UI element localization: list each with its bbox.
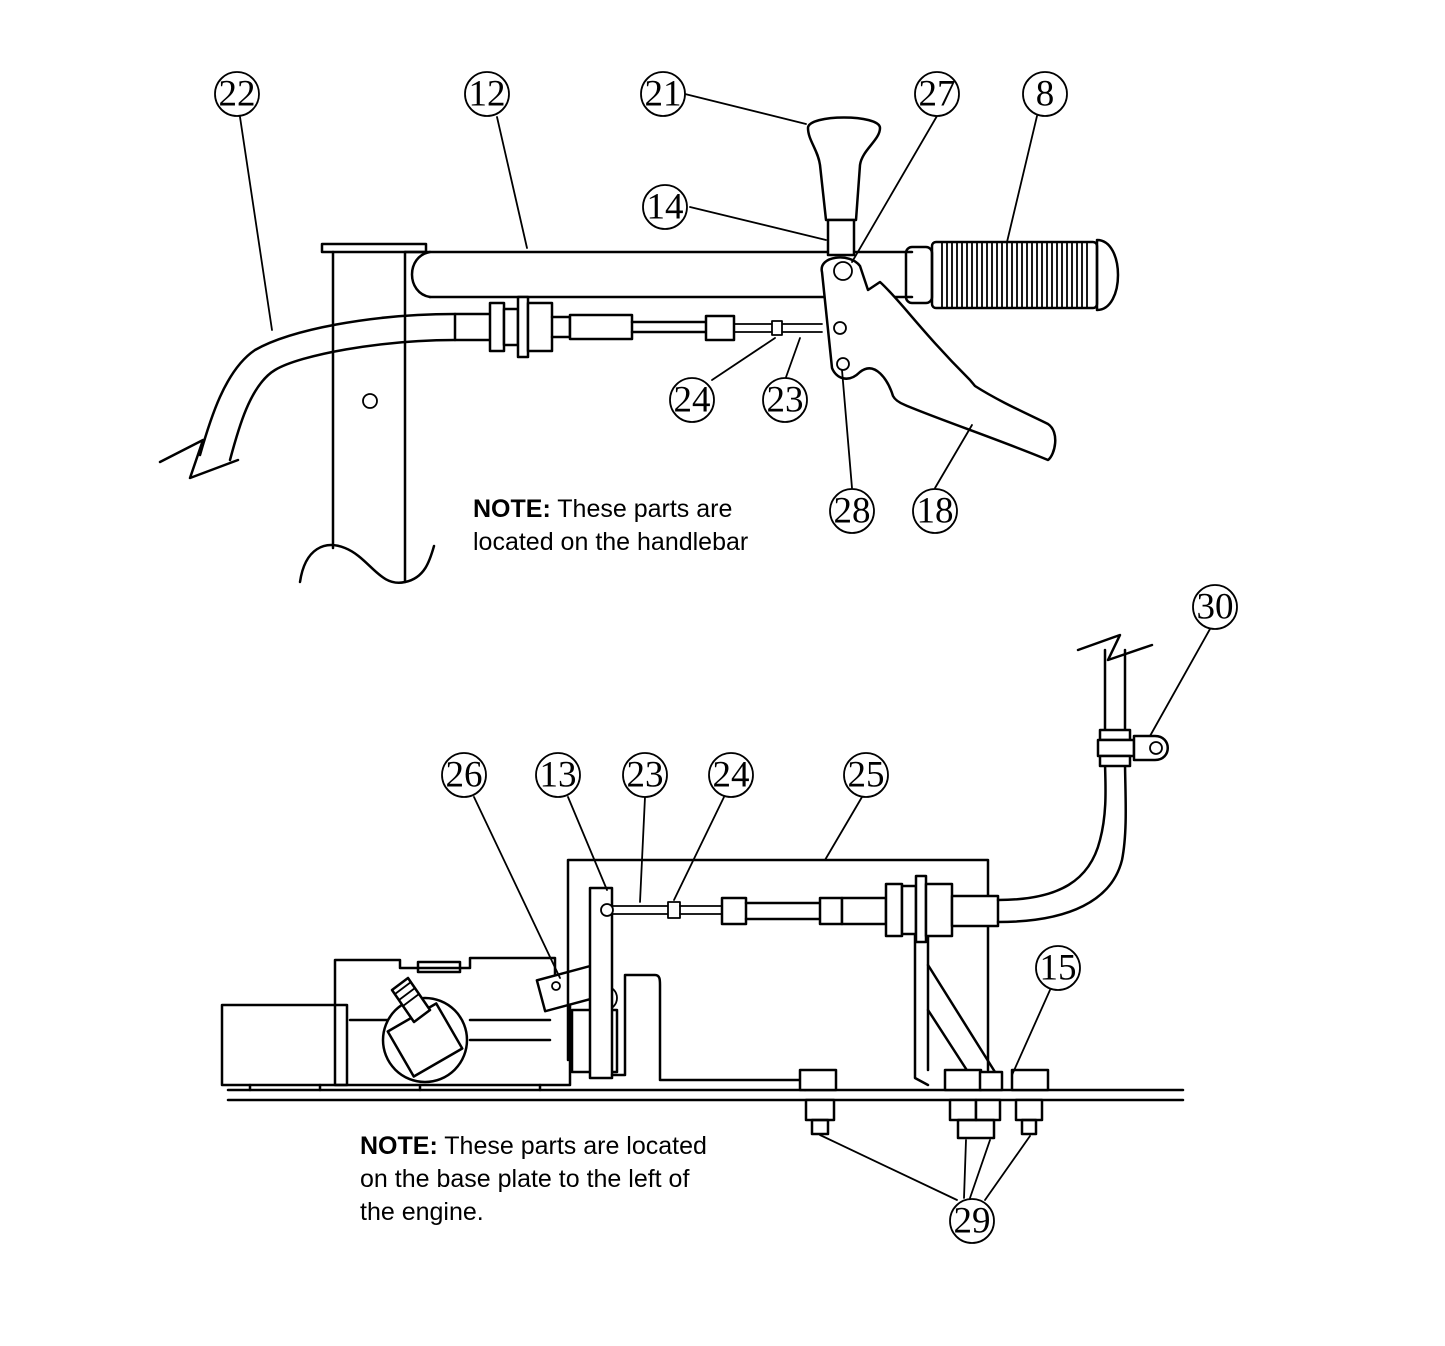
- callout-26-label: 26: [446, 755, 483, 796]
- handlebar-assembly: [158, 116, 1120, 585]
- knob: [806, 116, 882, 257]
- callout-8-label: 8: [1036, 74, 1055, 115]
- callout-18: 18: [912, 488, 958, 534]
- callout-30-label: 30: [1197, 587, 1234, 628]
- hydraulic-valve: [220, 956, 572, 1092]
- callout-14-label: 14: [647, 187, 684, 228]
- callout-12: 12: [464, 71, 510, 117]
- callout-29-label: 29: [954, 1201, 991, 1242]
- base-plate-note-line1: These parts are located: [437, 1132, 707, 1160]
- throttle-cable-top: [158, 295, 823, 480]
- base-plate-note: NOTE: These parts are located on the bas…: [360, 1130, 780, 1229]
- handlebar-note-label: NOTE:: [473, 495, 551, 523]
- top-leader-lines: [239, 93, 1038, 489]
- callout-13-label: 13: [540, 755, 577, 796]
- handlebar-note-line1: These parts are: [550, 495, 733, 523]
- callout-24-top-label: 24: [674, 380, 711, 421]
- bottom-leader-lines: [473, 628, 1211, 1201]
- base-plate-note-line3: the engine.: [360, 1198, 484, 1226]
- callout-15: 15: [1035, 945, 1081, 991]
- callout-27-label: 27: [919, 74, 956, 115]
- callout-25: 25: [843, 752, 889, 798]
- callout-14: 14: [642, 184, 688, 230]
- callout-29: 29: [949, 1198, 995, 1244]
- callout-8: 8: [1022, 71, 1068, 117]
- callout-27: 27: [914, 71, 960, 117]
- callout-28-label: 28: [834, 491, 871, 532]
- callout-24-bottom: 24: [708, 752, 754, 798]
- callout-12-label: 12: [469, 74, 506, 115]
- callout-30: 30: [1192, 584, 1238, 630]
- callout-28: 28: [829, 488, 875, 534]
- handlebar-note: NOTE: These parts are located on the han…: [473, 493, 813, 559]
- callout-21: 21: [640, 71, 686, 117]
- callout-13: 13: [535, 752, 581, 798]
- callout-25-label: 25: [848, 755, 885, 796]
- throttle-cable-bottom: [611, 633, 1169, 944]
- callout-18-label: 18: [917, 491, 954, 532]
- handlebar-note-line2: located on the handlebar: [473, 528, 749, 556]
- callout-22: 22: [214, 71, 260, 117]
- callout-23-top: 23: [762, 377, 808, 423]
- bolts: [798, 1068, 1050, 1140]
- callout-26: 26: [441, 752, 487, 798]
- base-plate-note-line2: on the base plate to the left of: [360, 1165, 690, 1193]
- base-plate-assembly: [220, 633, 1185, 1140]
- callout-24-top: 24: [669, 377, 715, 423]
- valve-linkage: [535, 886, 619, 1080]
- base-plate: [226, 1088, 1185, 1102]
- callout-21-label: 21: [645, 74, 682, 115]
- grip: [904, 238, 1120, 312]
- callout-23-bottom-label: 23: [627, 755, 664, 796]
- control-lever: [820, 256, 1057, 462]
- callout-22-label: 22: [219, 74, 256, 115]
- base-plate-note-label: NOTE:: [360, 1132, 438, 1160]
- handlebar-post: [298, 242, 436, 585]
- callout-15-label: 15: [1040, 948, 1077, 989]
- callout-23-top-label: 23: [767, 380, 804, 421]
- callout-24-bottom-label: 24: [713, 755, 750, 796]
- cable-bracket: [566, 858, 1002, 1092]
- callout-23-bottom: 23: [622, 752, 668, 798]
